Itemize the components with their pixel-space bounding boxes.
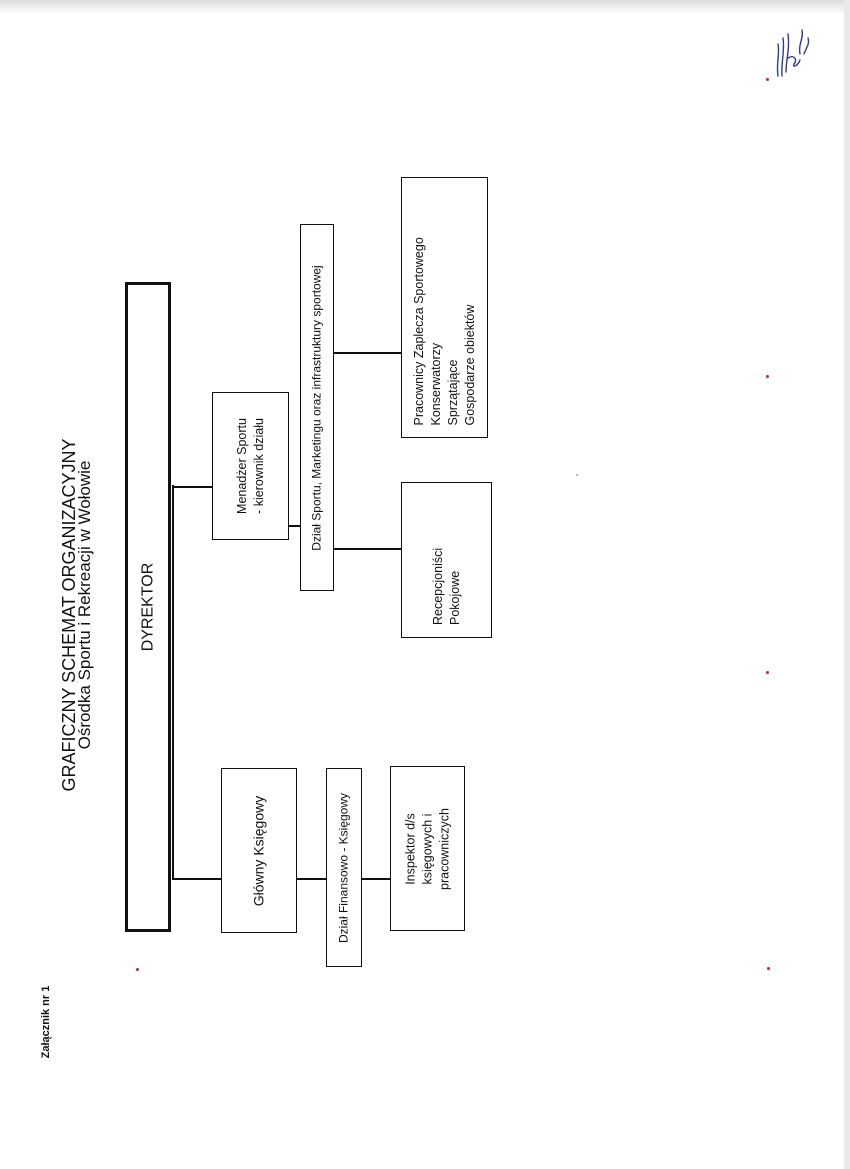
sport-manager-label: Menadżer Sportu - kierownik działu (234, 418, 268, 514)
finance-inspector-line-1: Inspektor d/s (403, 812, 417, 885)
scan-mark (136, 968, 139, 971)
finance-department-label: Dział Finansowo - Księgowy (336, 792, 351, 943)
reception-staff-line-1: Recepcjoniści (430, 547, 445, 625)
finance-inspector-label: Inspektor d/s księgowych i pracowniczych (402, 808, 453, 890)
facility-staff-box: Pracownicy Zaplecza Sportowego Konserwat… (401, 177, 488, 438)
scan-shadow-right (844, 0, 850, 1169)
sport-manager-box: Menadżer Sportu - kierownik działu (212, 392, 289, 540)
connector-reception (333, 548, 401, 550)
connector-director-spine (172, 485, 174, 880)
facility-staff-line-2: Konserwatorzy (428, 342, 443, 425)
sport-manager-line-2: - kierownik działu (251, 418, 266, 514)
scan-shadow-top (0, 0, 850, 14)
attachment-label: Załącznik nr 1 (40, 985, 52, 1059)
signature (776, 29, 810, 77)
scan-mark (766, 671, 769, 674)
finance-department-box: Dział Finansowo - Księgowy (326, 768, 362, 967)
scan-mark (766, 375, 769, 378)
connector-sport-head (172, 486, 212, 488)
sport-department-label: Dział Sportu, Marketingu oraz infrastruk… (309, 264, 324, 551)
chief-accountant-box: Główny Księgowy (221, 768, 297, 933)
sport-department-box: Dział Sportu, Marketingu oraz infrastruk… (300, 224, 334, 591)
finance-inspector-line-3: pracowniczych (437, 807, 451, 890)
connector-sport-department (288, 525, 302, 527)
page-subtitle: Ośrodka Sportu i Rekreacji w Wołowie (75, 460, 94, 750)
facility-staff-line-4: Gospodarze obiektów (462, 304, 477, 425)
finance-inspector-line-2: księgowych i (420, 813, 434, 884)
director-label: DYREKTOR (139, 562, 157, 652)
sport-manager-line-1: Menadżer Sportu (234, 418, 249, 514)
facility-staff-line-1: Pracownicy Zaplecza Sportowego (411, 236, 426, 425)
scan-mark (767, 967, 770, 970)
connector-finance-head (172, 878, 222, 880)
scan-speck (576, 474, 578, 476)
finance-inspector-box: Inspektor d/s księgowych i pracowniczych (390, 766, 465, 931)
reception-staff-line-2: Pokojowe (447, 570, 462, 625)
facility-staff-label: Pracownicy Zaplecza Sportowego Konserwat… (411, 190, 479, 425)
chief-accountant-label: Główny Księgowy (250, 795, 267, 906)
connector-finance-department (296, 878, 328, 880)
reception-staff-label: Recepcjoniści Pokojowe (430, 495, 464, 625)
connector-finance-staff (361, 878, 391, 880)
reception-staff-box: Recepcjoniści Pokojowe (401, 482, 492, 638)
connector-facilities (333, 352, 401, 354)
scan-mark (766, 78, 769, 81)
director-box: DYREKTOR (125, 282, 171, 932)
facility-staff-line-3: Sprzątające (445, 358, 460, 425)
